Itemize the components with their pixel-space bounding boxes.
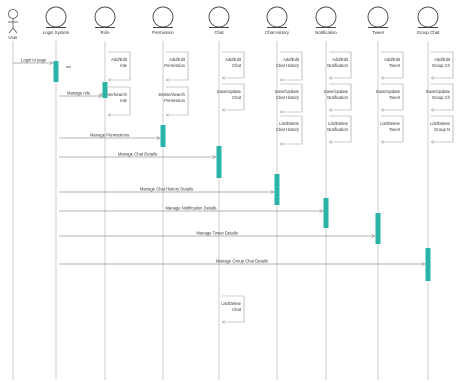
message-label-tweet: Manage Tweet Details xyxy=(196,231,237,236)
self-call-notification xyxy=(329,83,352,110)
self-call-groupchat xyxy=(431,83,454,110)
self-call-label-role: role xyxy=(120,63,128,68)
self-call-label-notification: Notification xyxy=(327,63,348,68)
activation-login xyxy=(53,61,59,82)
self-call-notification xyxy=(329,51,352,78)
participant-label-user: User xyxy=(8,35,18,40)
self-call-chathistory xyxy=(280,51,303,80)
self-call-chat xyxy=(222,51,245,78)
self-call-label-role: Add/Edit xyxy=(111,57,128,62)
self-call-label-permission: Delete/Search xyxy=(158,92,185,97)
participant-label-login: Login System xyxy=(43,30,70,35)
self-call-label-permission: Permission xyxy=(164,98,185,103)
self-call-chat xyxy=(222,295,245,322)
self-call-label-notification: Add/Edit xyxy=(332,57,349,62)
self-call-label-chathistory: Save/Update xyxy=(275,89,300,94)
message-label-notification: Manage Notification Details xyxy=(166,206,217,211)
self-call-label-chat: Chat xyxy=(232,63,242,68)
self-call-label-permission: Add/Edit xyxy=(169,57,186,62)
activation-tweet xyxy=(375,213,381,244)
self-call-label-permission: Permission xyxy=(164,63,185,68)
self-call-label-groupchat: Add/Edit xyxy=(434,57,451,62)
participant-label-chat: Chat xyxy=(214,30,224,35)
self-call-permission xyxy=(166,86,189,115)
message-label-chat: Manage Chat Details xyxy=(118,152,157,157)
message-label-login: Login to page xyxy=(21,58,47,63)
self-call-tweet xyxy=(381,51,404,78)
entity-icon-groupchat xyxy=(417,6,439,28)
entity-icon-role xyxy=(94,6,116,28)
self-call-label-tweet: Add/Edit xyxy=(384,57,401,62)
self-call-role xyxy=(108,51,131,80)
self-call-label-tweet: Tweet xyxy=(389,127,401,132)
participant-label-chathistory: Chat History xyxy=(265,30,290,35)
self-call-role xyxy=(108,86,131,115)
self-call-chathistory xyxy=(280,115,303,144)
self-call-label-groupchat: Group Ch xyxy=(432,63,451,68)
self-call-label-tweet: Save/Update xyxy=(376,89,401,94)
self-call-label-chathistory: Add/Edit xyxy=(283,57,300,62)
participant-label-role: Role xyxy=(100,30,110,35)
self-call-label-notification: Notification xyxy=(327,127,348,132)
activation-notification xyxy=(323,198,329,228)
self-call-label-chat: Add/Edit xyxy=(225,57,242,62)
activation-chat xyxy=(216,146,222,178)
self-call-label-groupchat: Save/Update xyxy=(426,89,451,94)
message-label-chathistory: Manage Chat History Details xyxy=(140,187,193,192)
entity-icon-permission xyxy=(152,6,174,28)
self-call-label-chat: Chat xyxy=(232,307,242,312)
self-call-chathistory xyxy=(280,83,303,112)
entity-icon-notification xyxy=(315,6,337,28)
participant-label-tweet: Tweet xyxy=(372,30,384,35)
self-call-groupchat xyxy=(431,115,454,142)
participant-label-permission: Permission xyxy=(152,30,174,35)
self-call-notification xyxy=(329,115,352,142)
entity-icon-login xyxy=(45,6,67,28)
actor-icon xyxy=(8,9,18,19)
self-call-permission xyxy=(166,51,189,80)
self-call-chat xyxy=(222,83,245,110)
self-call-groupchat xyxy=(431,51,454,78)
self-call-label-tweet: Tweet xyxy=(389,95,401,100)
participant-label-groupchat: Group Chat xyxy=(417,30,440,35)
self-call-tweet xyxy=(381,83,404,110)
activation-chathistory xyxy=(274,174,280,205)
self-call-label-groupchat: Group Ch xyxy=(432,95,451,100)
self-call-label-chathistory: List/Delete xyxy=(279,121,299,126)
participant-label-notification: Notification xyxy=(315,30,337,35)
self-call-label-groupchat: List/Delete xyxy=(430,121,450,126)
self-call-label-tweet: List/Delete xyxy=(380,121,400,126)
self-call-label-groupchat: Group N xyxy=(434,127,450,132)
self-call-label-notification: Save/Update xyxy=(324,89,349,94)
self-call-label-chat: List/Delete xyxy=(221,301,241,306)
self-call-label-chathistory: Chat History xyxy=(276,95,300,100)
activation-role xyxy=(102,82,108,98)
actor-leg-right xyxy=(12,27,18,34)
activation-permission xyxy=(160,125,166,147)
self-call-label-tweet: Tweet xyxy=(389,63,401,68)
actor-leg-left xyxy=(8,27,14,34)
entity-icon-chathistory xyxy=(266,6,288,28)
self-call-label-chathistory: Chat History xyxy=(276,127,300,132)
entity-icon-tweet xyxy=(367,6,389,28)
entity-icon-chat xyxy=(208,6,230,28)
self-call-label-role: Delete/Search xyxy=(100,92,127,97)
message-label-permission: Manage Permissions xyxy=(90,133,129,138)
self-call-label-chathistory: Chat History xyxy=(276,63,300,68)
self-call-label-notification: Notification xyxy=(327,95,348,100)
self-call-label-notification: List/Delete xyxy=(328,121,348,126)
self-call-label-chat: Chat xyxy=(232,95,242,100)
message-label-role: Manage role xyxy=(67,91,91,96)
message-label-groupchat: Manage Group Chat Details xyxy=(216,259,268,264)
self-call-label-role: role xyxy=(120,98,128,103)
activation-groupchat xyxy=(425,248,431,281)
self-call-tweet xyxy=(381,115,404,142)
self-call-label-chat: Save/Update xyxy=(217,89,242,94)
